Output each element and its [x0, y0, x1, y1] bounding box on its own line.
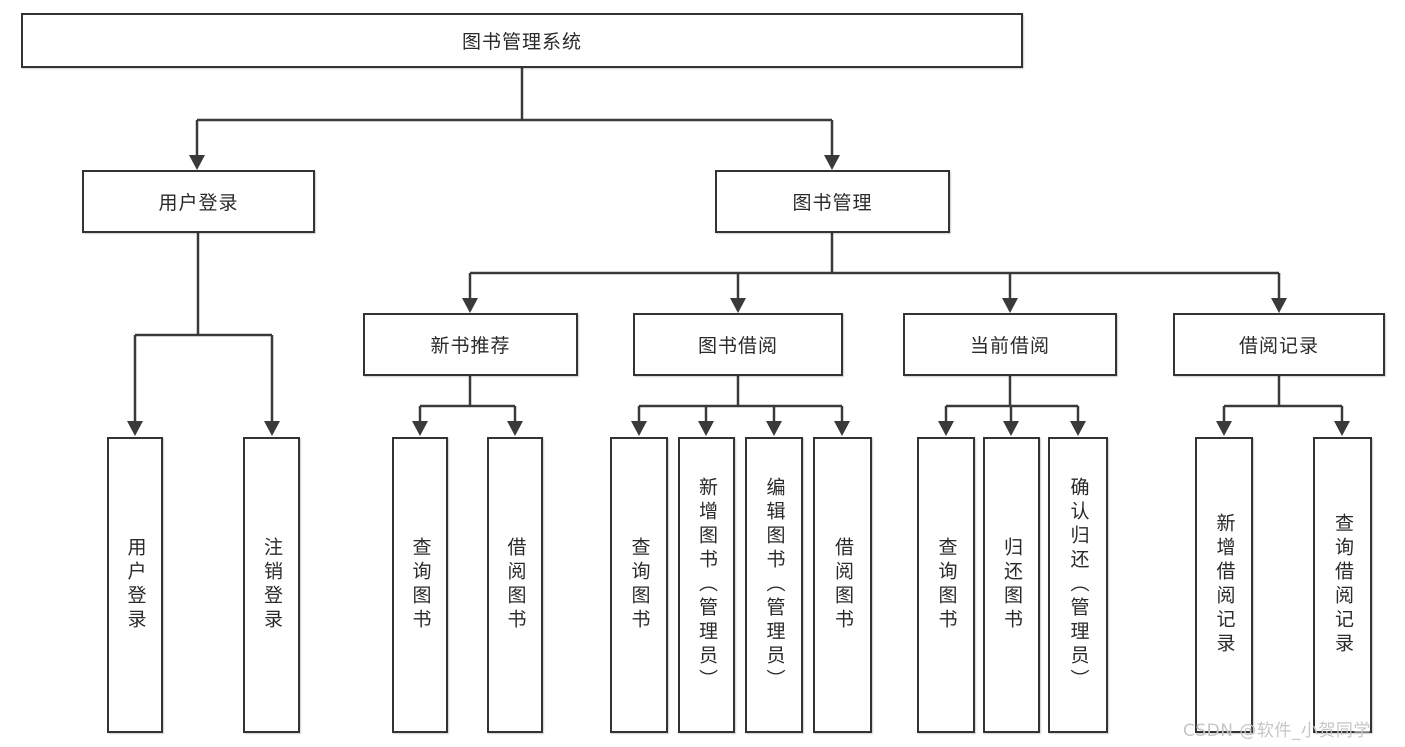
csdn-watermark: CSDN @软件_小贺同学 [1183, 721, 1371, 741]
section-node-book-borrow: 图书借阅 [633, 313, 843, 376]
leaf-node-query-borrow-record: 查询借阅记录 [1313, 437, 1372, 733]
arrowhead-icons [127, 155, 1350, 436]
branch-node-user-login: 用户登录 [82, 170, 315, 233]
leaf-node-borrow-books-recommend: 借阅图书 [487, 437, 543, 733]
root-node-library-system: 图书管理系统 [21, 13, 1023, 68]
leaf-node-return-books: 归还图书 [983, 437, 1040, 733]
leaf-node-confirm-return-admin: 确认归还（管理员） [1048, 437, 1108, 733]
leaf-node-user-login: 用户登录 [107, 437, 163, 733]
branch-node-book-management: 图书管理 [715, 170, 950, 233]
section-node-borrow-records: 借阅记录 [1173, 313, 1385, 376]
leaf-node-add-book-admin: 新增图书（管理员） [678, 437, 735, 733]
leaf-node-add-borrow-record: 新增借阅记录 [1195, 437, 1253, 733]
leaf-node-borrow-books: 借阅图书 [813, 437, 872, 733]
leaf-node-query-books-borrow: 查询图书 [610, 437, 668, 733]
leaf-node-query-books-current: 查询图书 [917, 437, 975, 733]
leaf-node-query-books-recommend: 查询图书 [392, 437, 448, 733]
leaf-node-logout: 注销登录 [243, 437, 300, 733]
section-node-new-book-recommend: 新书推荐 [363, 313, 578, 376]
leaf-node-edit-book-admin: 编辑图书（管理员） [745, 437, 803, 733]
section-node-current-borrow: 当前借阅 [903, 313, 1117, 376]
